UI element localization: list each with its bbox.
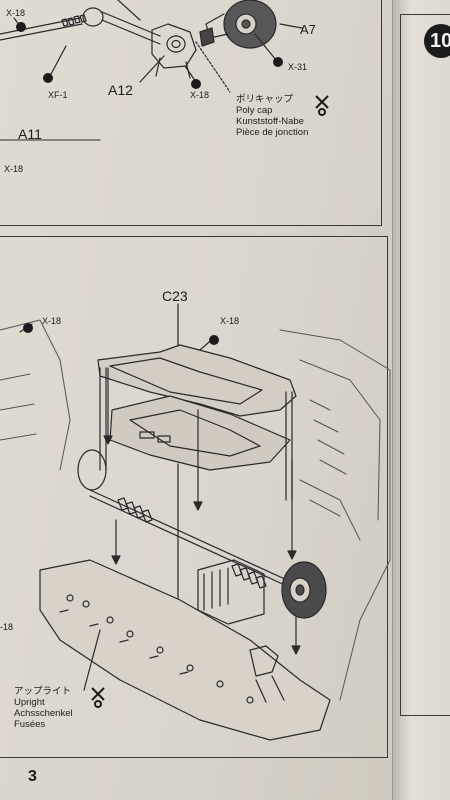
motor-illustration xyxy=(197,559,265,625)
poly-cap-fr: Pièce de jonction xyxy=(236,127,309,138)
drive-shaft-illustration xyxy=(0,0,161,45)
part-label-side-18: -18 xyxy=(0,622,14,632)
poly-cap-ja: ポリキャップ xyxy=(236,94,294,105)
part-label-x18-left: X-18 xyxy=(4,164,24,174)
next-step-number-badge: 10 xyxy=(424,24,450,58)
page-number: 3 xyxy=(28,768,37,785)
upright-ja: アップライト xyxy=(14,686,72,697)
part-label-x31: X-31 xyxy=(288,62,308,72)
next-step-frame xyxy=(400,14,450,716)
part-label-c23: C23 xyxy=(162,288,188,304)
chassis-frame-c23-illustration xyxy=(97,344,297,501)
poly-cap-de: Kunststoff-Nabe xyxy=(236,116,304,127)
upright-fr: Fusées xyxy=(14,719,46,730)
upright-caption: アップライト Upright Achsschenkel Fusées xyxy=(14,686,73,730)
upright-en: Upright xyxy=(14,697,45,708)
next-page-edge xyxy=(392,0,450,800)
part-label-x18-right: X-18 xyxy=(220,316,240,326)
wheel-hub-a7-illustration xyxy=(195,0,277,93)
upright-a12-illustration xyxy=(151,23,197,79)
upright-de: Achsschenkel xyxy=(14,708,73,719)
part-label-x18-top-left: X-18 xyxy=(6,8,26,18)
poly-cap-caption: ポリキャップ Poly cap Kunststoff-Nabe Pièce de… xyxy=(236,94,308,138)
axle-assembly-illustration xyxy=(77,449,327,619)
part-label-a11: A11 xyxy=(18,126,42,142)
part-label-x18-left-bottom: X-18 xyxy=(42,316,62,326)
part-label-a12: A12 xyxy=(108,82,133,98)
cut-mark-icons xyxy=(91,95,329,708)
lower-chassis-plate-illustration xyxy=(39,559,331,741)
part-label-a7: A7 xyxy=(300,22,316,37)
part-label-xf1: XF-1 xyxy=(48,90,68,100)
part-label-x18-mid: X-18 xyxy=(190,90,210,100)
poly-cap-en: Poly cap xyxy=(236,105,273,116)
screw-icons xyxy=(16,22,283,345)
